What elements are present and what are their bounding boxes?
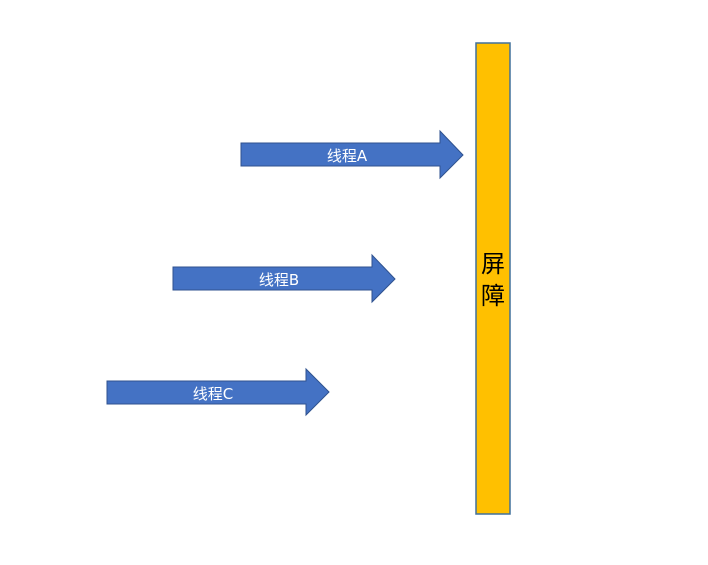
thread-c-arrow: 线程C (106, 367, 330, 417)
barrier: 屏 障 (475, 42, 511, 515)
thread-b-label: 线程B (259, 271, 299, 289)
thread-c-label: 线程C (193, 385, 233, 403)
barrier-bar (475, 42, 511, 515)
barrier-label-line1: 屏 (481, 250, 505, 278)
thread-b-arrow: 线程B (172, 253, 396, 304)
thread-b-arrow-shape (172, 253, 396, 304)
thread-a-arrow-shape (240, 129, 464, 180)
thread-a-arrow: 线程A (240, 129, 464, 180)
thread-c-arrow-shape (106, 367, 330, 417)
thread-a-label: 线程A (327, 147, 368, 165)
barrier-label-line2: 障 (481, 282, 505, 310)
